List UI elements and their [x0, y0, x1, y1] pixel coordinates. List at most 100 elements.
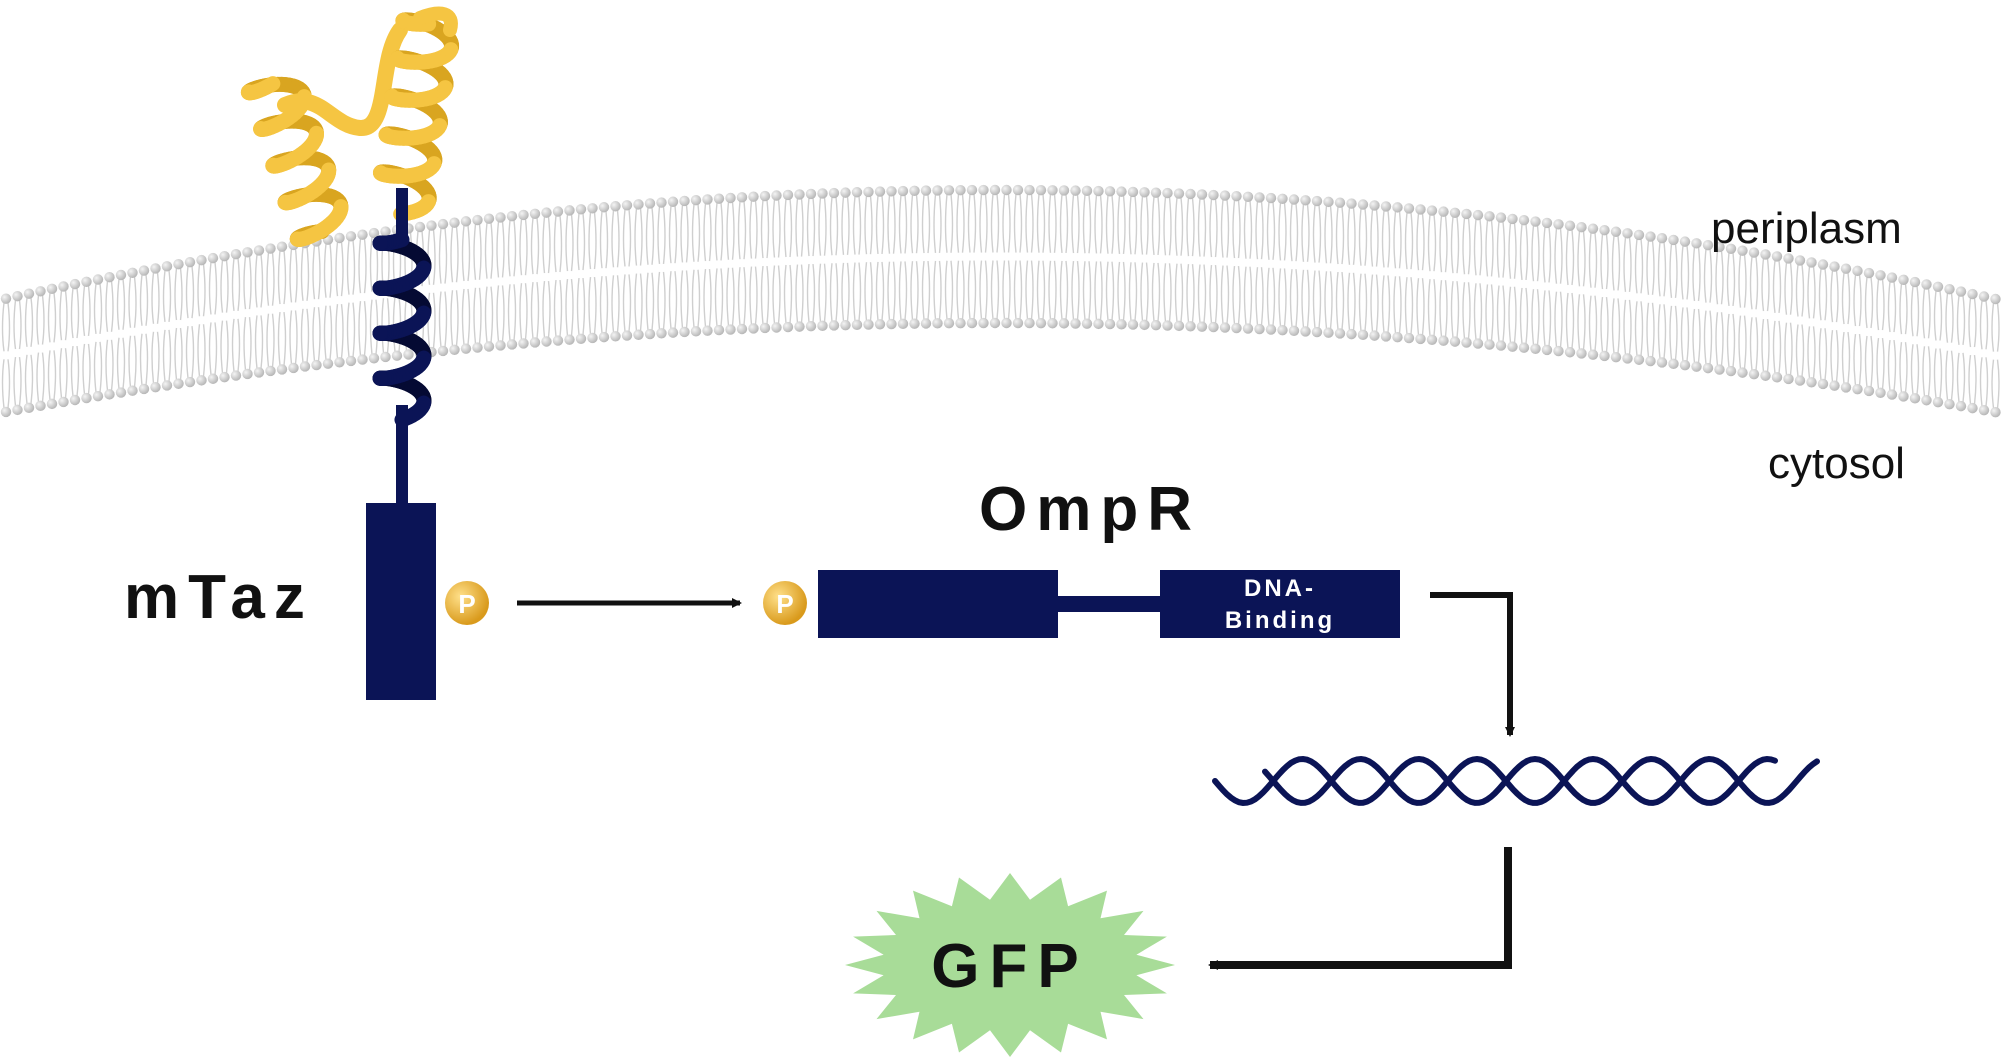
lipid-tail-pair [1358, 273, 1368, 331]
lipid-head [1093, 318, 1104, 330]
lipid-head [127, 267, 138, 278]
lipid-head [46, 398, 58, 410]
lipid-head [1231, 190, 1242, 202]
lipid-tail-pair [1324, 271, 1333, 329]
lipid-head [1748, 247, 1760, 258]
lipid-tail-pair [427, 292, 436, 349]
lipid-head [1047, 185, 1058, 196]
lipid-tail-pair [1197, 198, 1207, 257]
lipid-tail-pair [967, 194, 977, 253]
lipid-head [736, 192, 748, 203]
lipid-head [1150, 319, 1162, 331]
lipid-tail-pair [82, 285, 91, 337]
lipid-tail-pair [335, 304, 344, 359]
lipid-head [978, 317, 989, 329]
lipid-head [1978, 404, 1990, 416]
lipid-tail-pair [1531, 289, 1540, 345]
lipid-head [1093, 185, 1104, 197]
lipid-tail-pair [484, 222, 494, 279]
lipid-tail-pair [1876, 337, 1885, 389]
lipid-tail-pair [1450, 216, 1460, 274]
lipid-head [1415, 333, 1426, 345]
lipid-head [334, 232, 345, 244]
lipid-tail-pair [806, 197, 816, 257]
lipid-head [1081, 318, 1093, 329]
lipid-tail-pair [1876, 279, 1885, 331]
lipid-head [1840, 263, 1852, 274]
lipid-head [391, 350, 403, 361]
lipid-head [1587, 223, 1599, 234]
lipid-head [380, 226, 391, 237]
lipid-head [989, 184, 1001, 196]
lipid-tail-pair [1795, 264, 1805, 317]
lipid-head [1254, 323, 1265, 335]
lipid-tail-pair [162, 329, 172, 382]
lipid-tail-pair [1324, 205, 1333, 264]
lipid-head [1380, 201, 1392, 212]
lipid-tail-pair [1289, 269, 1299, 327]
lipid-tail-pair [1692, 308, 1701, 363]
lipid-tail-pair [1485, 284, 1494, 341]
lipid-tail-pair [1841, 331, 1851, 384]
lipid-tail-pair [852, 262, 862, 321]
lipid-head [184, 256, 196, 268]
lipid-tail-pair [507, 220, 517, 277]
lipid-head [69, 278, 81, 290]
lipid-head [460, 343, 472, 354]
lipid-head [1035, 317, 1047, 329]
lipid-bilayer-membrane [0, 184, 2001, 418]
lipid-tail-pair [1059, 194, 1069, 253]
lipid-head [1691, 238, 1702, 249]
lipid-head [1311, 195, 1323, 207]
lipid-head [1380, 331, 1392, 342]
lipid-head [173, 378, 184, 389]
lipid-tails [1, 193, 2000, 409]
lipid-head [598, 331, 610, 343]
lipid-tail-pair [553, 279, 563, 337]
lipid-tail-pair [197, 324, 206, 377]
lipid-tail-pair [576, 277, 586, 335]
lipid-tail-pair [346, 302, 356, 357]
lipid-tail-pair [1807, 326, 1816, 379]
lipid-tail-pair [369, 299, 379, 355]
sensor-loop [277, 22, 408, 136]
lipid-tail-pair [921, 260, 931, 320]
lipid-head [633, 199, 644, 210]
lipid-tail-pair [887, 261, 896, 321]
lipid-head [1990, 406, 2001, 418]
lipid-tail-pair [266, 313, 275, 367]
lipid-head [897, 185, 909, 197]
lipid-head [1185, 188, 1196, 200]
lipid-head [1518, 342, 1530, 353]
lipid-tail-pair [243, 317, 252, 371]
lipid-tail-pair [1726, 313, 1736, 368]
lipid-tail-pair [1, 359, 11, 409]
lipid-head [920, 185, 932, 196]
lipid-head [184, 376, 196, 388]
lipid-tail-pair [1519, 287, 1529, 344]
lipid-tail-pair [231, 258, 241, 311]
lipid-tail-pair [335, 241, 344, 297]
lipid-tail-pair [668, 271, 678, 329]
lipid-tail-pair [1036, 260, 1046, 320]
lipid-tail-pair [1784, 322, 1793, 376]
lipid-tail-pair [254, 315, 264, 369]
lipid-tail-pair [622, 209, 632, 267]
lipid-head [403, 349, 414, 360]
lipid-head [748, 323, 759, 334]
lipid-tail-pair [289, 248, 298, 303]
lipid-head [1599, 350, 1610, 362]
lipid-head [794, 189, 805, 200]
lipid-head [840, 319, 851, 331]
lipid-tail-pair [1278, 268, 1287, 327]
lipid-head [265, 243, 276, 254]
lipid-head [345, 231, 357, 242]
lipid-head [1817, 259, 1829, 270]
lipid-tail-pair [1266, 267, 1276, 326]
lipid-tail-pair [151, 331, 160, 384]
lipid-tail-pair [726, 201, 735, 260]
lipid-tail-pair [1830, 330, 1839, 382]
lipid-tail-pair [1220, 265, 1230, 324]
lipid-head [1840, 382, 1852, 393]
lipid-tail-pair [1933, 348, 1943, 399]
